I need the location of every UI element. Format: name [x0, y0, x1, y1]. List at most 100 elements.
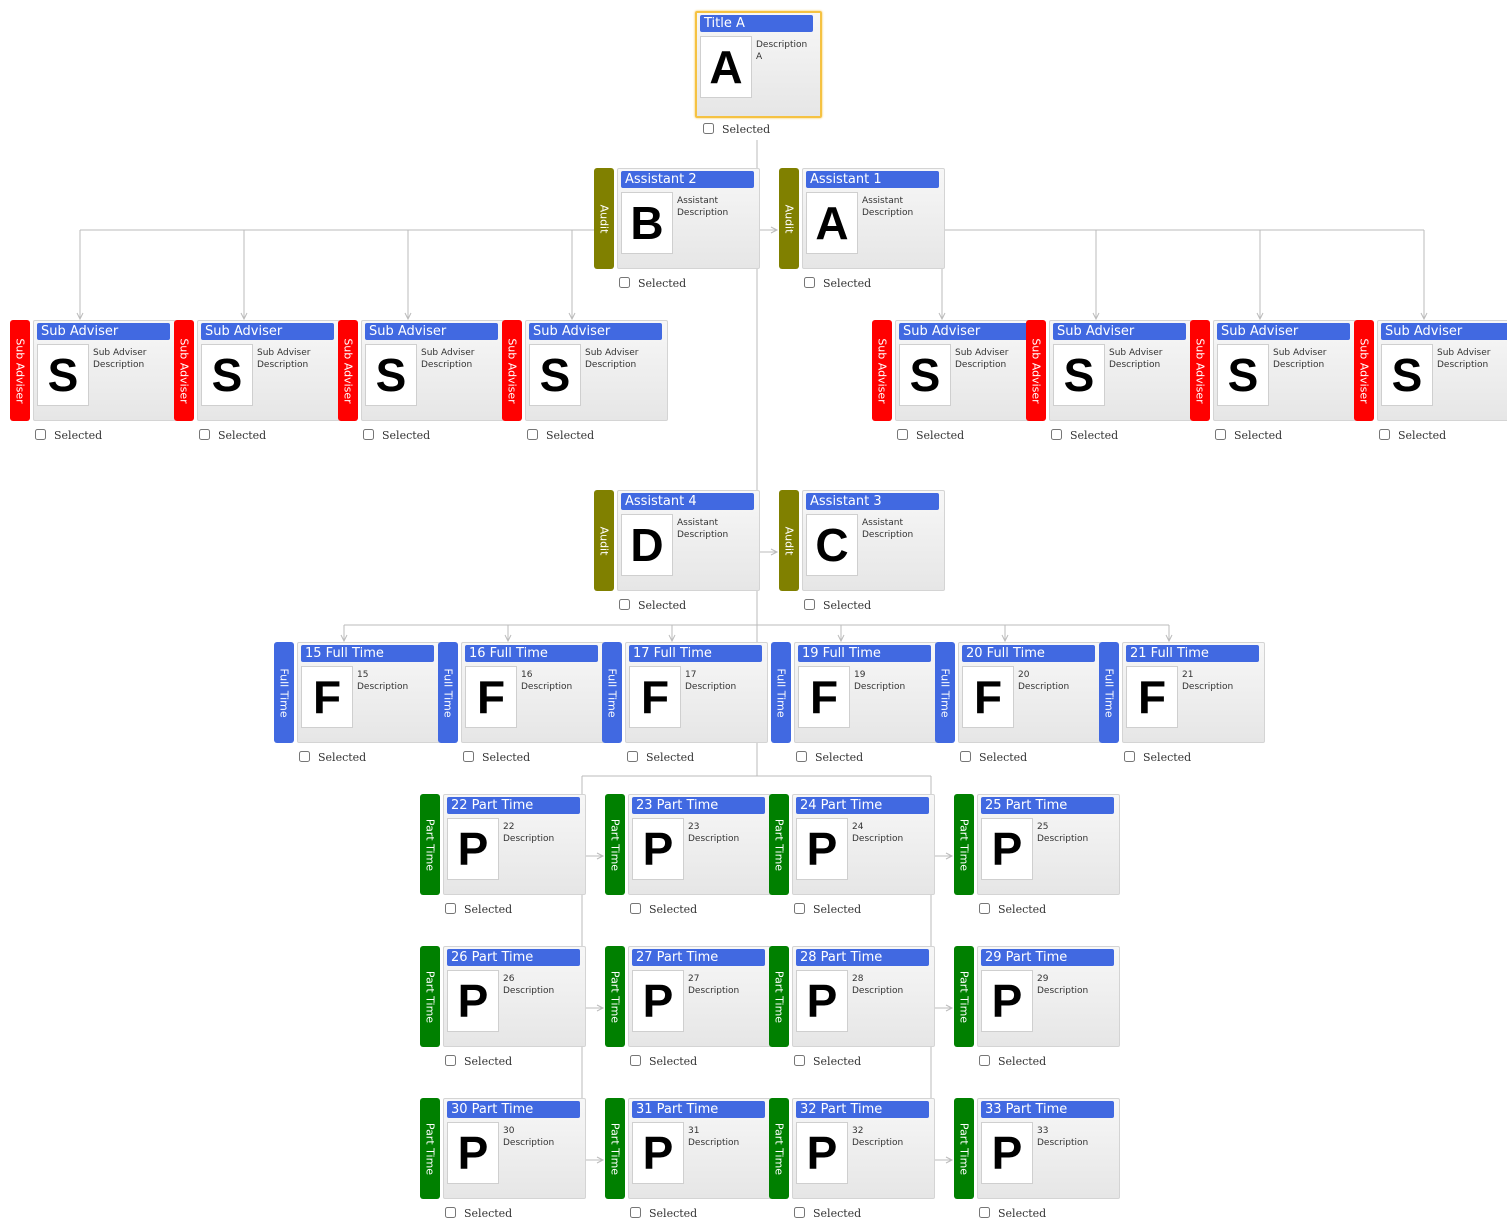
selected-checkbox[interactable]: Selected — [619, 277, 686, 290]
selected-checkbox-input[interactable] — [1215, 429, 1226, 440]
group-label-text: Sub Adviser — [13, 337, 27, 404]
selected-checkbox-input[interactable] — [619, 277, 630, 288]
selected-checkbox[interactable]: Selected — [1124, 751, 1191, 764]
selected-checkbox[interactable]: Selected — [199, 429, 266, 442]
selected-checkbox[interactable]: Selected — [796, 751, 863, 764]
selected-checkbox-input[interactable] — [527, 429, 538, 440]
selected-checkbox[interactable]: Selected — [794, 903, 861, 916]
selected-checkbox-input[interactable] — [35, 429, 46, 440]
selected-checkbox[interactable]: Selected — [35, 429, 102, 442]
selected-checkbox-input[interactable] — [445, 1207, 456, 1218]
selected-checkbox-input[interactable] — [794, 1207, 805, 1218]
selected-checkbox[interactable]: Selected — [619, 599, 686, 612]
group-label: Sub Adviser — [502, 320, 522, 421]
selected-checkbox[interactable]: Selected — [794, 1055, 861, 1068]
selected-checkbox-input[interactable] — [979, 1055, 990, 1066]
selected-checkbox-input[interactable] — [445, 903, 456, 914]
node-description: 20 Description — [1018, 670, 1070, 692]
selected-checkbox[interactable]: Selected — [1215, 429, 1282, 442]
selected-checkbox[interactable]: Selected — [794, 1207, 861, 1220]
selected-checkbox[interactable]: Selected — [897, 429, 964, 442]
node-title: 16 Full Time — [465, 645, 598, 662]
selected-checkbox[interactable]: Selected — [979, 903, 1046, 916]
selected-checkbox-input[interactable] — [1051, 429, 1062, 440]
selected-checkbox-input[interactable] — [804, 599, 815, 610]
selected-checkbox[interactable]: Selected — [463, 751, 530, 764]
selected-checkbox[interactable]: Selected — [630, 1055, 697, 1068]
selected-checkbox-input[interactable] — [804, 277, 815, 288]
selected-checkbox[interactable]: Selected — [445, 1207, 512, 1220]
selected-checkbox[interactable]: Selected — [804, 277, 871, 290]
selected-checkbox[interactable]: Selected — [527, 429, 594, 442]
selected-checkbox-input[interactable] — [794, 1055, 805, 1066]
selected-checkbox-input[interactable] — [897, 429, 908, 440]
selected-checkbox[interactable]: Selected — [979, 1207, 1046, 1220]
selected-checkbox-input[interactable] — [630, 1055, 641, 1066]
node-card[interactable]: Title A A Description A — [695, 11, 822, 118]
selected-checkbox-input[interactable] — [630, 1207, 641, 1218]
selected-checkbox-input[interactable] — [445, 1055, 456, 1066]
selected-checkbox[interactable]: Selected — [1379, 429, 1446, 442]
selected-checkbox[interactable]: Selected — [960, 751, 1027, 764]
selected-checkbox-input[interactable] — [796, 751, 807, 762]
selected-checkbox[interactable]: Selected — [445, 1055, 512, 1068]
selected-checkbox-input[interactable] — [979, 903, 990, 914]
selected-label: Selected — [815, 751, 864, 764]
selected-checkbox[interactable]: Selected — [703, 123, 770, 136]
selected-checkbox[interactable]: Selected — [627, 751, 694, 764]
selected-checkbox-input[interactable] — [1379, 429, 1390, 440]
selected-checkbox-input[interactable] — [463, 751, 474, 762]
selected-checkbox-input[interactable] — [299, 751, 310, 762]
selected-checkbox-input[interactable] — [703, 123, 714, 134]
selected-label: Selected — [649, 1207, 698, 1220]
selected-checkbox-input[interactable] — [199, 429, 210, 440]
selected-checkbox-input[interactable] — [627, 751, 638, 762]
selected-checkbox-input[interactable] — [979, 1207, 990, 1218]
node-photo: P — [447, 1122, 499, 1184]
selected-checkbox[interactable]: Selected — [630, 1207, 697, 1220]
selected-checkbox[interactable]: Selected — [1051, 429, 1118, 442]
selected-checkbox-input[interactable] — [363, 429, 374, 440]
selected-checkbox-input[interactable] — [794, 903, 805, 914]
selected-checkbox[interactable]: Selected — [979, 1055, 1046, 1068]
selected-checkbox-input[interactable] — [960, 751, 971, 762]
selected-checkbox-input[interactable] — [619, 599, 630, 610]
selected-checkbox[interactable]: Selected — [630, 903, 697, 916]
selected-checkbox[interactable]: Selected — [804, 599, 871, 612]
selected-checkbox[interactable]: Selected — [363, 429, 430, 442]
selected-checkbox[interactable]: Selected — [445, 903, 512, 916]
selected-checkbox-input[interactable] — [1124, 751, 1135, 762]
selected-checkbox[interactable]: Selected — [299, 751, 366, 764]
selected-checkbox-input[interactable] — [630, 903, 641, 914]
